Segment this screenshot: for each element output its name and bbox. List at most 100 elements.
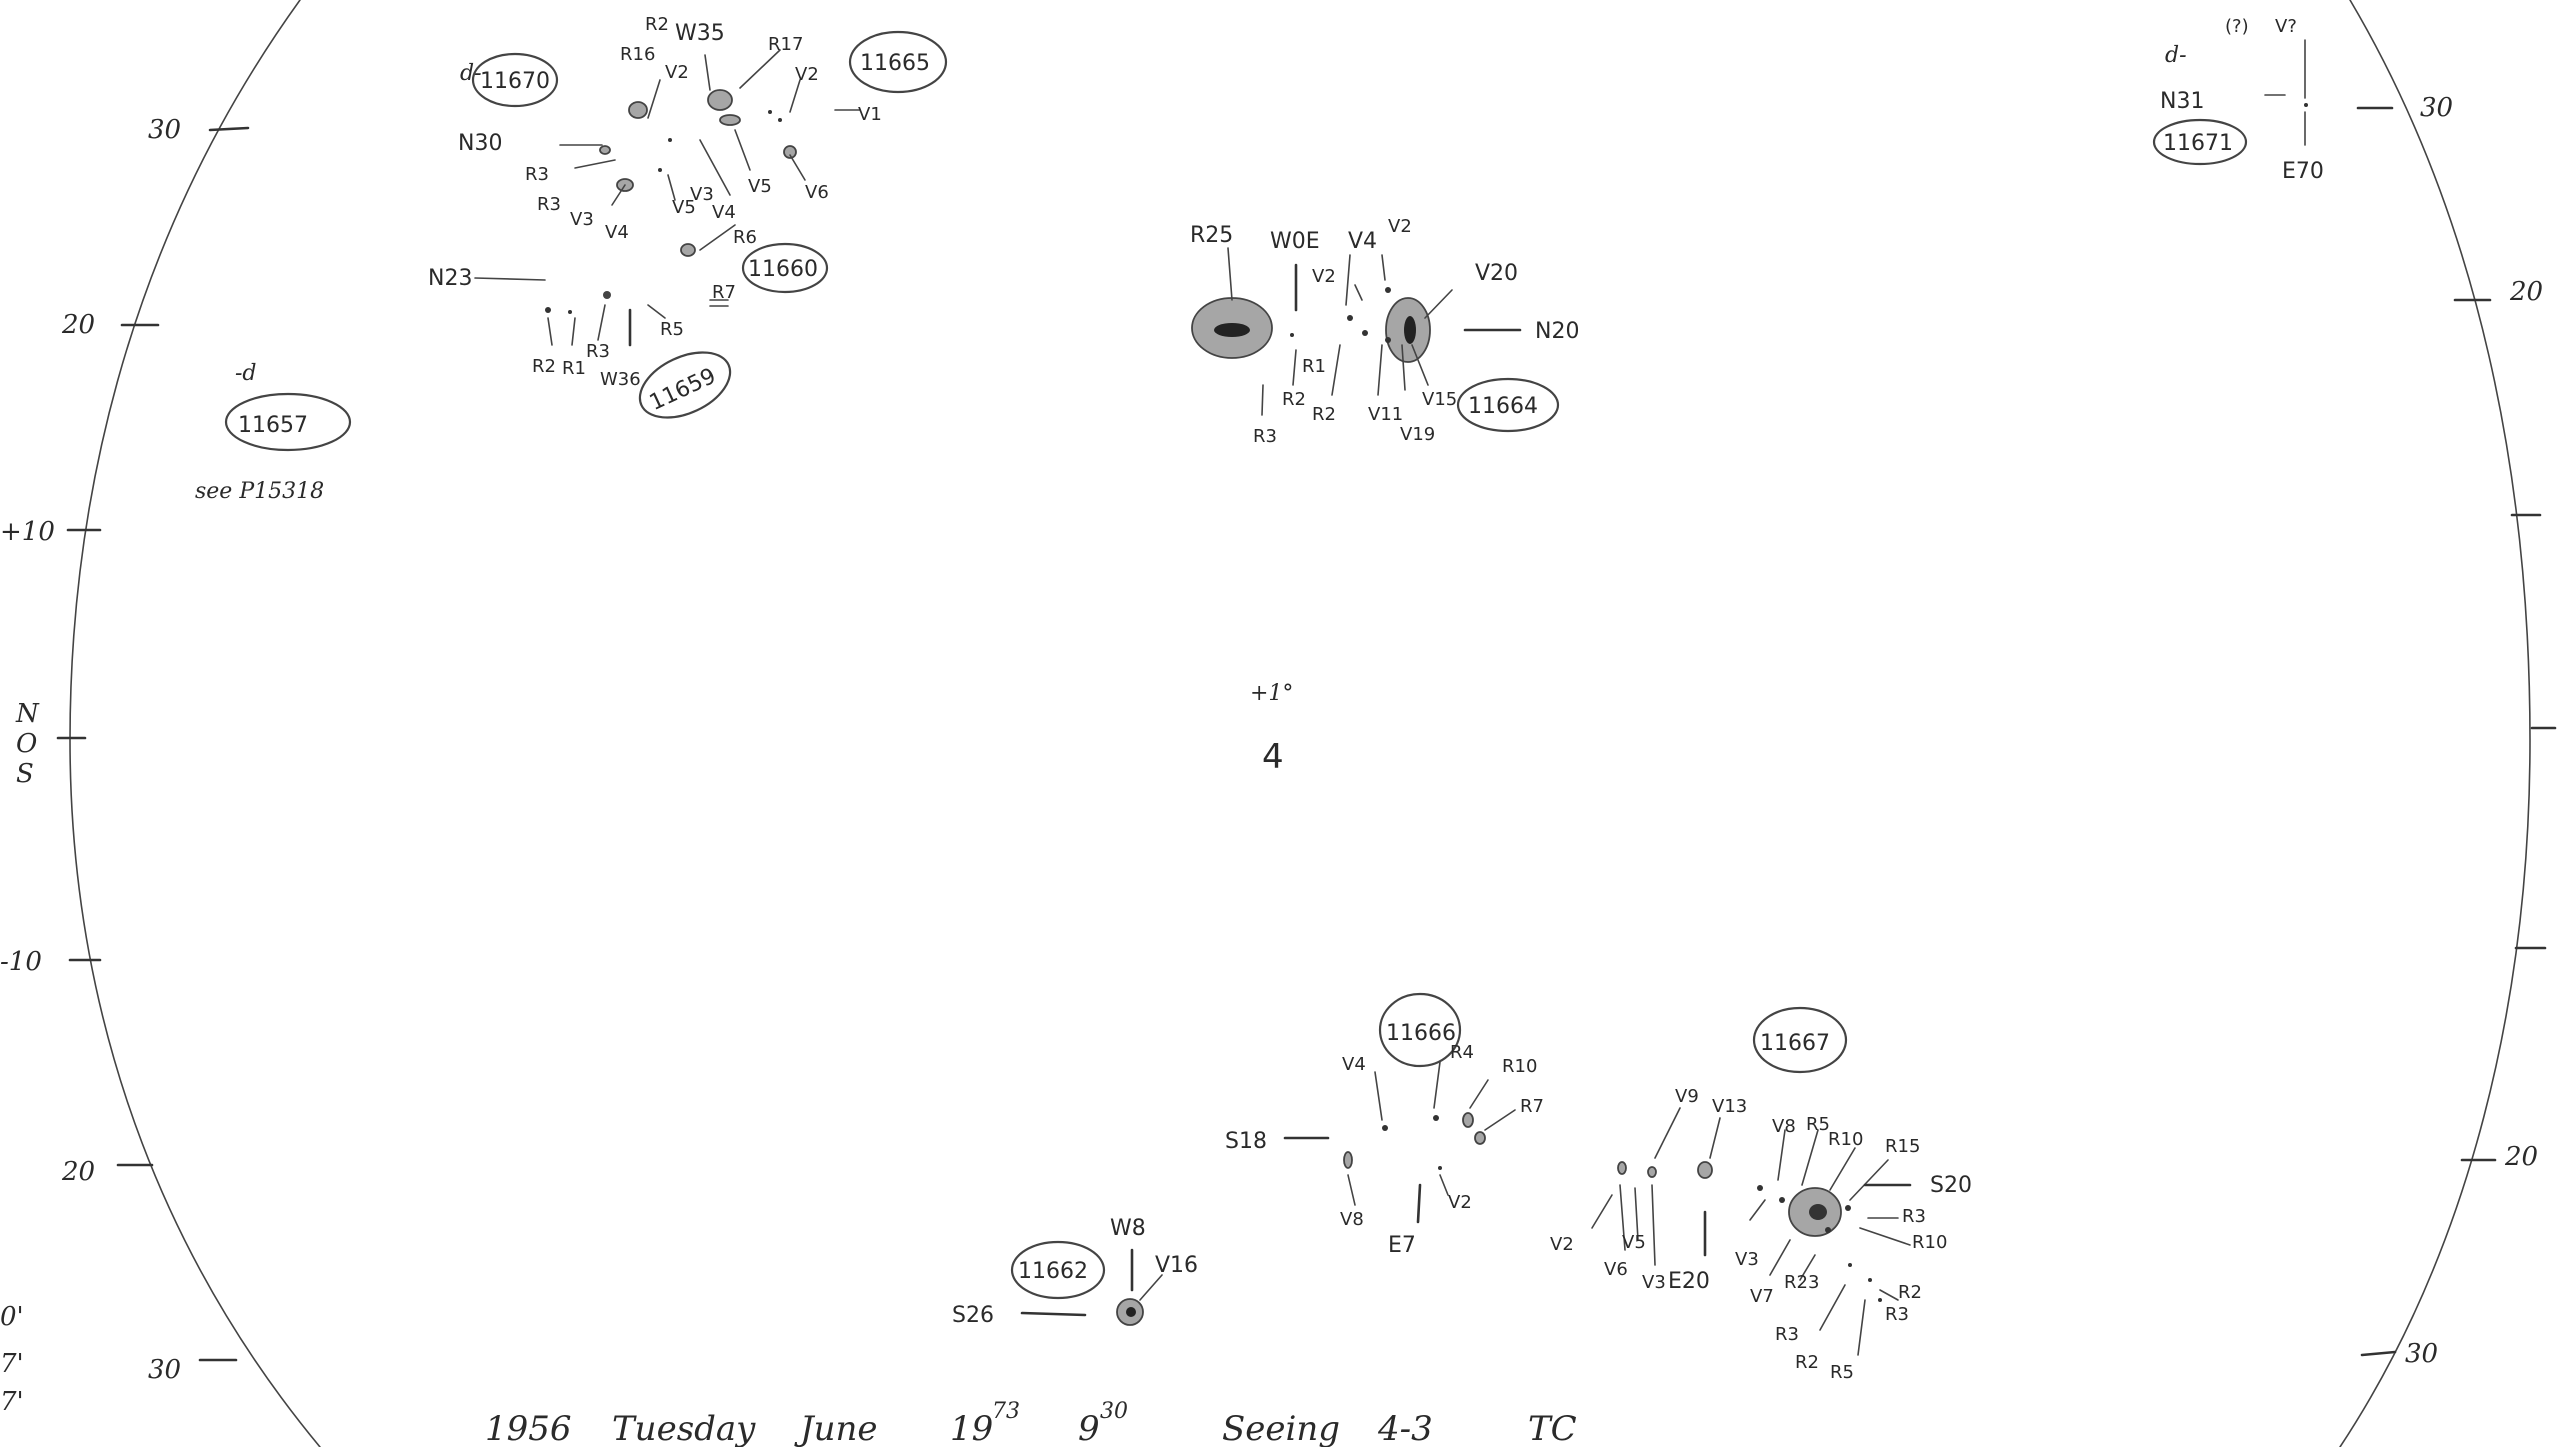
sunspot <box>628 101 648 119</box>
sunspot <box>1474 1131 1486 1145</box>
spot-label: V5 <box>1622 1232 1646 1253</box>
spot-label: V4 <box>1348 229 1377 254</box>
sunspot <box>1343 1151 1353 1169</box>
sunspot <box>707 89 733 111</box>
spot-label: V8 <box>1772 1116 1796 1137</box>
spot-label: V2 <box>1448 1192 1472 1213</box>
lat-left-30-north: 30 <box>148 115 181 145</box>
sunspot <box>1617 1161 1627 1175</box>
sunspot-pore <box>1438 1166 1442 1170</box>
left-latitude-scale: 30 20 +10 -10 20 30 N O S 0' 7' 7' <box>0 115 250 1417</box>
spot-label: R5 <box>1806 1114 1830 1135</box>
spot-label: V11 <box>1368 404 1403 425</box>
spot-label: N23 <box>428 266 472 291</box>
spot-label: E7 <box>1388 1233 1416 1258</box>
spot-label: V4 <box>1342 1054 1366 1075</box>
footer-seeing-label: Seeing <box>1222 1409 1340 1447</box>
group-number: 11657 <box>238 413 308 438</box>
spot-label: R23 <box>1784 1272 1819 1293</box>
spot-label: V16 <box>1155 1253 1198 1278</box>
footer-year: 1956 <box>485 1409 572 1447</box>
corner-note-1: 0' <box>0 1302 24 1332</box>
lat-right-30-south: 30 <box>2405 1339 2438 1369</box>
group-mark: d- <box>2165 43 2187 68</box>
spot-label: R3 <box>1253 426 1277 447</box>
spot-label: R1 <box>562 358 586 379</box>
spot-label: V3 <box>1735 1249 1759 1270</box>
spot-label: V? <box>2275 16 2297 37</box>
disc-center: +1° 4 <box>1250 681 1293 777</box>
group-number-ring <box>1378 992 1462 1068</box>
sunspot-pore <box>1848 1263 1852 1267</box>
solar-limb <box>69 0 2531 1447</box>
sunspot-pore <box>1385 287 1391 293</box>
center-symbol: 4 <box>1262 737 1284 777</box>
corner-note-3: 7' <box>0 1387 24 1417</box>
group-number: 11671 <box>2163 131 2233 156</box>
lat-left-10-south: -10 <box>0 947 42 977</box>
group-number-ring <box>1010 1240 1106 1300</box>
sunspot-pore <box>768 110 772 114</box>
group-question: (?) <box>2225 16 2249 37</box>
spot-label: S26 <box>952 1303 994 1328</box>
spot-label: R2 <box>1282 389 1306 410</box>
sunspot-pore <box>1825 1227 1831 1233</box>
spot-label: R3 <box>1885 1304 1909 1325</box>
sunspot-pore <box>1362 330 1368 336</box>
equator-s: S <box>16 759 34 789</box>
group-number: 11659 <box>646 364 720 416</box>
spot-label: E20 <box>1668 1269 1710 1294</box>
spot-label: R2 <box>532 356 556 377</box>
sunspot-group-11662: 11662 W8 V16 S26 <box>952 1216 1198 1328</box>
sunspot <box>1647 1166 1657 1178</box>
lat-left-10-north: +10 <box>0 517 55 547</box>
spot-label: V2 <box>1312 266 1336 287</box>
spot-label: R7 <box>712 282 736 303</box>
spot-label: V8 <box>1340 1209 1364 1230</box>
spot-label: R5 <box>660 319 684 340</box>
equator-o: O <box>16 729 37 759</box>
spot-label: R3 <box>525 164 549 185</box>
sunspot-pore <box>778 118 782 122</box>
spot-label: R5 <box>1830 1362 1854 1383</box>
group-number: 11670 <box>480 69 550 94</box>
spot-label: V4 <box>712 202 736 223</box>
spot-label: R3 <box>1902 1206 1926 1227</box>
equator-n: N <box>15 699 40 729</box>
sunspot-group-11671: d- (?) V? N31 11671 E70 <box>2152 16 2324 184</box>
spot-label: N30 <box>458 131 502 156</box>
sunspot-pore <box>1347 315 1353 321</box>
sunspot-pore <box>1845 1205 1851 1211</box>
spot-label: V1 <box>858 104 882 125</box>
sunspot <box>1462 1112 1474 1128</box>
sunspot-pore <box>568 310 572 314</box>
sunspot-pore <box>668 138 672 142</box>
lat-left-20-south: 20 <box>61 1157 95 1187</box>
lat-right-20-south: 20 <box>2504 1142 2538 1172</box>
group-number: 11664 <box>1468 394 1538 419</box>
spot-label: R1 <box>1302 356 1326 377</box>
spot-label: S20 <box>1930 1173 1972 1198</box>
sunspot <box>599 145 611 155</box>
spot-label: R6 <box>733 227 757 248</box>
sunspot-umbra <box>1404 316 1416 344</box>
spot-label: R3 <box>1775 1324 1799 1345</box>
observation-footer: 1956 Tuesday June 19 73 9 30 Seeing 4-3 … <box>485 1399 1577 1447</box>
group-number: 11660 <box>748 257 818 282</box>
spot-label: V2 <box>665 62 689 83</box>
spot-label: V9 <box>1675 1086 1699 1107</box>
spot-label: N20 <box>1535 319 1579 344</box>
spot-label: R4 <box>1450 1042 1474 1063</box>
lat-left-30-south: 30 <box>148 1355 181 1385</box>
sunspot-pore <box>545 307 551 313</box>
spot-label: V19 <box>1400 424 1435 445</box>
sunspot <box>680 243 696 257</box>
spot-label: V5 <box>672 197 696 218</box>
sunspot-group-11665: 11665 <box>848 30 948 94</box>
spot-label: R10 <box>1912 1232 1947 1253</box>
spot-label: R17 <box>768 34 803 55</box>
sunspot-pore <box>1290 333 1294 337</box>
spot-label: V6 <box>1604 1259 1628 1280</box>
group-number: 11662 <box>1018 1259 1088 1284</box>
